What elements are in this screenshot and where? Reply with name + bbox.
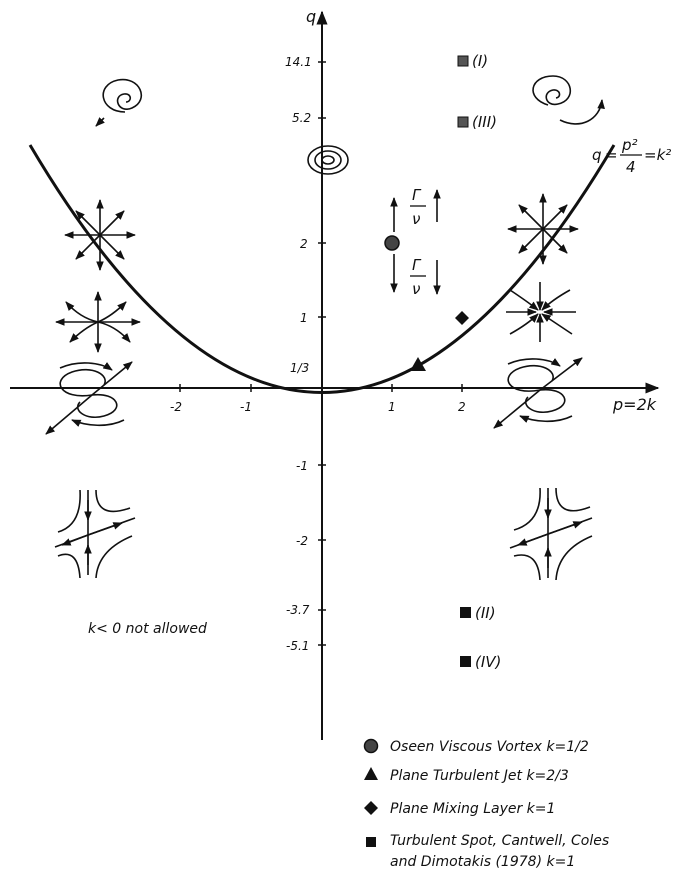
svg-text:(III): (III) <box>472 113 497 131</box>
legend-item-mixing-layer: Plane Mixing Layer k=1 <box>364 801 555 817</box>
plane-jet-point <box>410 357 426 371</box>
x-tick-label: -2 <box>170 400 182 414</box>
x-ticks <box>179 384 463 392</box>
gamma-nu-indicator: Γ ν Γ ν <box>390 186 441 298</box>
x-tick-label: -1 <box>240 400 252 414</box>
parabola-curve <box>28 144 616 394</box>
swirl-node-icon <box>493 357 583 429</box>
y-tick-label: -3.7 <box>286 603 310 617</box>
region-marker-III: (III) <box>457 113 497 131</box>
svg-text:(IV): (IV) <box>475 653 501 671</box>
legend-item-jet: Plane Turbulent Jet k=2/3 <box>364 767 569 784</box>
svg-text:ν: ν <box>412 210 420 228</box>
legend-item-oseen: Oseen Viscous Vortex k=1/2 <box>363 738 589 755</box>
y-tick-label: -1 <box>296 459 308 473</box>
svg-text:=: = <box>605 146 618 164</box>
curve-equation: q = p² 4 =k² <box>592 136 671 176</box>
svg-text:Γ: Γ <box>412 186 422 204</box>
svg-text:ν: ν <box>412 280 420 298</box>
oseen-vortex-point <box>384 235 400 251</box>
y-tick-label: 2 <box>300 237 308 251</box>
spiral-focus-icon <box>532 75 605 125</box>
svg-text:4: 4 <box>626 158 636 176</box>
y-ticks <box>318 61 326 646</box>
mixing-layer-point <box>455 311 469 325</box>
saddle-point-icon <box>509 487 593 581</box>
spiral-focus-icon <box>95 78 143 127</box>
constraint-note: k< 0 not allowed <box>88 621 207 637</box>
svg-text:and Dimotakis (1978) k=1: and Dimotakis (1978) k=1 <box>390 854 575 870</box>
star-node-icon <box>64 199 136 271</box>
x-tick-label: 1 <box>388 400 396 414</box>
node-icon <box>506 282 576 342</box>
x-tick-label: 2 <box>458 400 466 414</box>
legend: Oseen Viscous Vortex k=1/2 Plane Turbule… <box>363 738 609 870</box>
y-tick-label: 1/3 <box>290 361 309 375</box>
svg-text:p²: p² <box>621 136 638 154</box>
svg-text:(II): (II) <box>475 604 496 622</box>
y-axis-label: q <box>306 7 316 26</box>
node-icon <box>55 291 141 353</box>
svg-text:Plane Turbulent Jet k=2/3: Plane Turbulent Jet k=2/3 <box>390 768 569 784</box>
center-ellipses-icon <box>307 145 349 175</box>
region-marker-II: (II) <box>460 604 496 622</box>
y-tick-label: -5.1 <box>286 639 309 653</box>
svg-text:q: q <box>592 146 602 164</box>
swirl-node-icon <box>45 361 133 435</box>
region-marker-I: (I) <box>457 52 488 70</box>
saddle-point-icon <box>54 489 136 579</box>
y-tick-label: 14.1 <box>285 55 312 69</box>
star-node-icon <box>507 193 579 265</box>
svg-text:=k²: =k² <box>644 146 671 164</box>
y-tick-label: 5.2 <box>292 111 311 125</box>
svg-text:(I): (I) <box>472 52 488 70</box>
svg-text:Plane Mixing Layer k=1: Plane Mixing Layer k=1 <box>390 801 555 817</box>
legend-item-turbulent-spot: Turbulent Spot, Cantwell, Coles and Dimo… <box>366 833 609 870</box>
svg-text:Γ: Γ <box>412 256 422 274</box>
x-axis-label: p=2k <box>612 395 657 414</box>
y-tick-label: -2 <box>296 534 308 548</box>
svg-text:Oseen Viscous Vortex k=1/2: Oseen Viscous Vortex k=1/2 <box>390 739 589 755</box>
region-marker-IV: (IV) <box>460 653 501 671</box>
svg-text:Turbulent Spot, Cantwell, Cole: Turbulent Spot, Cantwell, Coles <box>390 833 609 849</box>
y-tick-label: 1 <box>300 311 308 325</box>
